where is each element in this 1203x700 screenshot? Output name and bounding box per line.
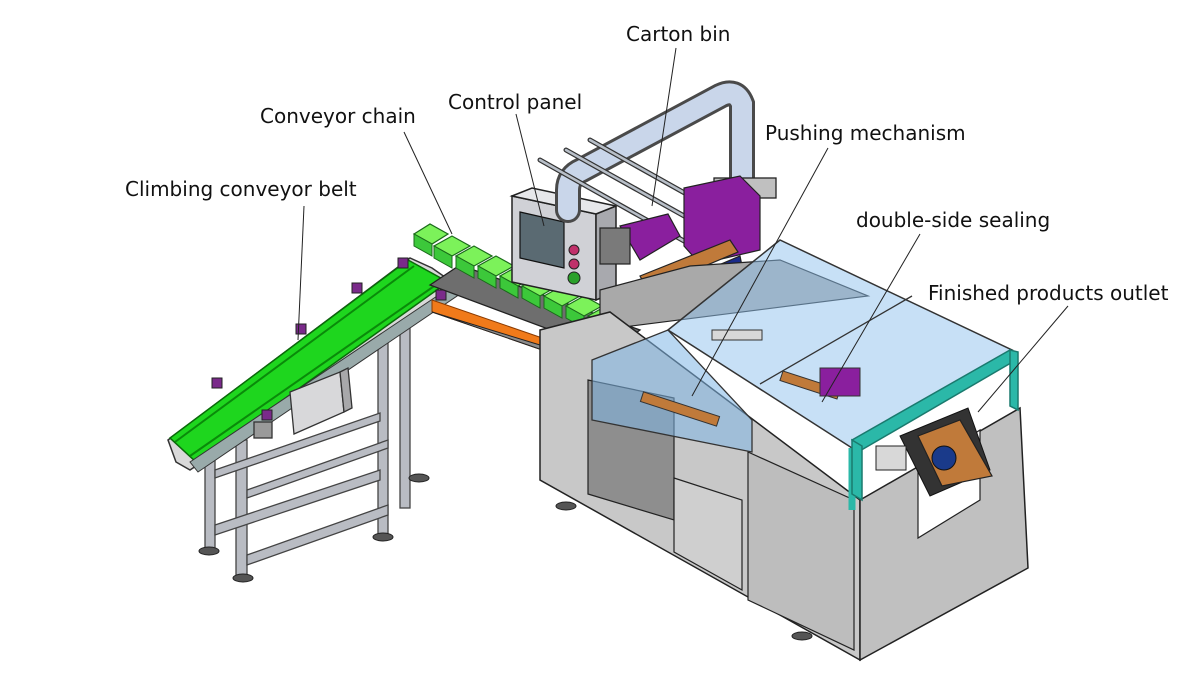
climbing-conveyor: [167, 257, 461, 583]
label-carton-bin: Carton bin: [626, 22, 731, 46]
label-pushing-mechanism: Pushing mechanism: [765, 121, 966, 145]
glass-guard: [591, 239, 1019, 510]
label-conveyor-chain: Conveyor chain: [260, 104, 416, 128]
label-climbing-conveyor-belt: Climbing conveyor belt: [125, 177, 357, 201]
label-double-side-sealing: double-side sealing: [856, 208, 1051, 232]
leader-lines: [297, 47, 1069, 413]
label-control-panel: Control panel: [448, 90, 583, 114]
finished-products-outlet: [875, 407, 993, 497]
label-finished-products-outlet: Finished products outlet: [928, 281, 1169, 305]
